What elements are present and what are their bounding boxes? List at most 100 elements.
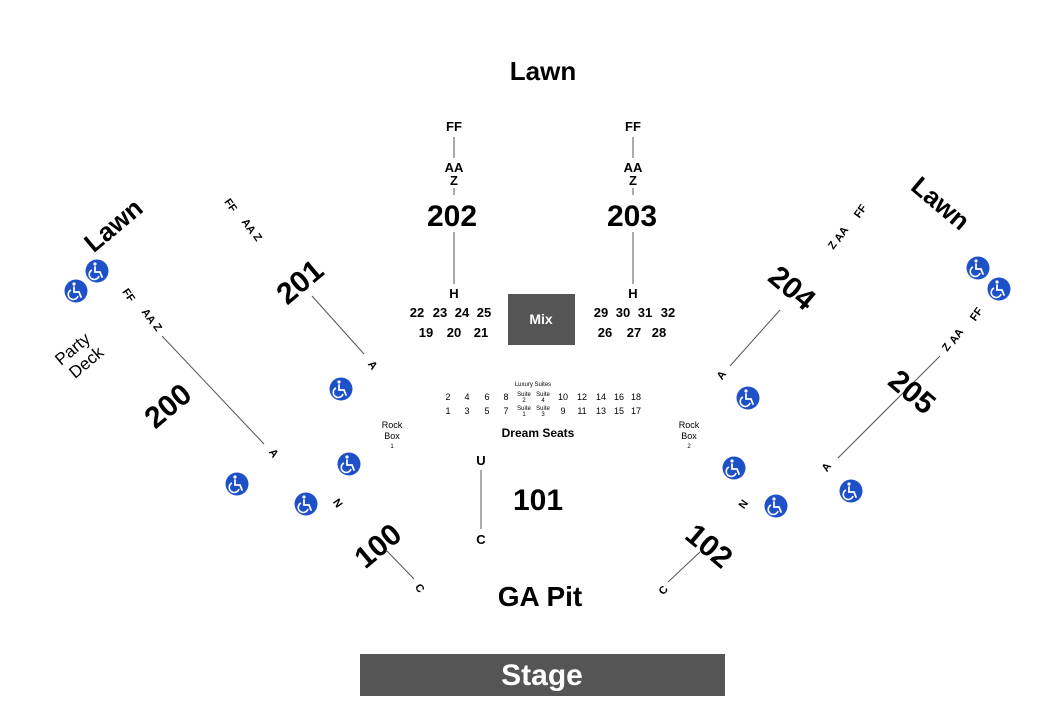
row-a-label: A (266, 447, 280, 460)
wheelchair-icon (736, 386, 760, 410)
rock-box-line: Rock (382, 420, 403, 430)
section-205[interactable]: FF AA Z 205 A (820, 305, 986, 474)
stage[interactable]: Stage (360, 654, 725, 696)
luxury-suites-label: Luxury Suites (515, 382, 551, 388)
dream-seat[interactable]: 9 (560, 406, 565, 416)
dream-seat[interactable]: 15 (614, 406, 624, 416)
section-200-label: 200 (139, 378, 199, 435)
lawn-left-label[interactable]: Lawn (78, 192, 148, 258)
rock-box-2[interactable]: Rock Box 2 (679, 420, 700, 450)
row-ff-label: FF (625, 119, 641, 134)
dream-seat[interactable]: 12 (577, 392, 587, 402)
box-seat[interactable]: 30 (616, 305, 630, 320)
suite-label: Suite (517, 392, 531, 398)
box-seats-left[interactable]: 22 23 24 25 19 20 21 (410, 305, 491, 340)
dream-seats-area[interactable]: Luxury Suites 2 4 6 8 Suite 2 Suite 4 10… (445, 382, 641, 440)
rock-box-line: Rock (679, 420, 700, 430)
dream-seat[interactable]: 8 (503, 392, 508, 402)
row-z-label: Z (629, 173, 637, 188)
row-h-label: H (628, 286, 637, 301)
wheelchair-icon (294, 492, 318, 516)
dream-seat[interactable]: 4 (464, 392, 469, 402)
section-100-label: 100 (349, 518, 409, 575)
section-200[interactable]: FF AA Z 200 A (119, 287, 280, 461)
mix-area[interactable]: Mix (508, 294, 575, 345)
wheelchair-icon (337, 452, 361, 476)
dream-seat[interactable]: 7 (503, 406, 508, 416)
rock-box-1[interactable]: Rock Box 1 (382, 420, 403, 450)
wheelchair-icon (64, 279, 88, 303)
ga-pit-label[interactable]: GA Pit (498, 581, 583, 612)
box-seat[interactable]: 27 (627, 325, 641, 340)
row-ff-label: FF (119, 287, 137, 305)
suite-number: 3 (541, 412, 545, 418)
wheelchair-icon (764, 494, 788, 518)
dream-seat[interactable]: 6 (484, 392, 489, 402)
row-aa-label: AA (139, 307, 158, 327)
suite-label: Suite (536, 392, 550, 398)
mix-box (508, 294, 575, 345)
dream-seat[interactable]: 13 (596, 406, 606, 416)
box-seat[interactable]: 29 (594, 305, 608, 320)
suite-number: 2 (522, 398, 526, 404)
wheelchair-icon (225, 472, 249, 496)
section-203[interactable]: FF AA Z 203 H (607, 119, 657, 301)
section-102-label: 102 (679, 518, 739, 575)
dream-seat[interactable]: 18 (631, 392, 641, 402)
dream-seat[interactable]: 1 (445, 406, 450, 416)
box-seat[interactable]: 31 (638, 305, 652, 320)
box-seat[interactable]: 22 (410, 305, 424, 320)
row-ff-label: FF (221, 197, 239, 215)
dream-seat[interactable]: 11 (577, 406, 586, 416)
section-100[interactable]: N 100 C (330, 497, 426, 595)
box-seat[interactable]: 32 (661, 305, 675, 320)
stage-box (360, 654, 725, 696)
party-deck[interactable]: Party Deck (51, 328, 107, 384)
dream-seat[interactable]: 5 (484, 406, 489, 416)
box-seat[interactable]: 21 (474, 325, 488, 340)
row-aa-label: AA (947, 327, 966, 347)
row-a-label: A (820, 461, 834, 474)
row-c-label: C (476, 532, 486, 547)
dream-seat[interactable]: 14 (596, 392, 606, 402)
row-ff-label: FF (446, 119, 462, 134)
box-seat[interactable]: 25 (477, 305, 491, 320)
dream-seat[interactable]: 10 (558, 392, 568, 402)
dream-seat[interactable]: 3 (464, 406, 469, 416)
row-a-label: A (715, 369, 729, 382)
dream-seats-label: Dream Seats (502, 426, 575, 440)
wheelchair-icon (966, 256, 990, 280)
rock-box-line: 1 (390, 444, 394, 450)
box-seat[interactable]: 20 (447, 325, 461, 340)
box-seat[interactable]: 19 (419, 325, 433, 340)
rock-box-line: 2 (687, 444, 691, 450)
dream-seat[interactable]: 16 (614, 392, 624, 402)
box-seat[interactable]: 24 (455, 305, 470, 320)
row-n-label: N (737, 498, 751, 511)
section-202[interactable]: FF AA Z 202 H (427, 119, 477, 301)
section-201[interactable]: FF AA Z 201 A (221, 197, 379, 373)
wheelchair-icon (85, 259, 109, 283)
row-u-label: U (476, 453, 485, 468)
section-101[interactable]: U C 101 (476, 453, 563, 547)
lawn-right-label[interactable]: Lawn (906, 170, 976, 236)
suite-label: Suite (536, 406, 550, 412)
box-seat[interactable]: 28 (652, 325, 666, 340)
suite-number: 4 (541, 398, 545, 404)
box-seat[interactable]: 23 (433, 305, 447, 320)
section-102[interactable]: N 102 C (657, 498, 751, 597)
stage-label: Stage (501, 659, 583, 692)
box-seats-right[interactable]: 29 30 31 32 26 27 28 (594, 305, 675, 340)
row-z-label: Z (450, 173, 458, 188)
suite-label: Suite (517, 406, 531, 412)
wheelchair-icon (329, 377, 353, 401)
box-seat[interactable]: 26 (598, 325, 612, 340)
row-aa-label: AA (832, 225, 851, 245)
section-204[interactable]: FF AA Z 204 A (715, 202, 870, 382)
section-204-label: 204 (762, 260, 822, 318)
dream-seat[interactable]: 2 (445, 392, 450, 402)
accessible-icons (64, 256, 1011, 518)
lawn-top-label[interactable]: Lawn (510, 56, 576, 86)
dream-seat[interactable]: 17 (631, 406, 641, 416)
